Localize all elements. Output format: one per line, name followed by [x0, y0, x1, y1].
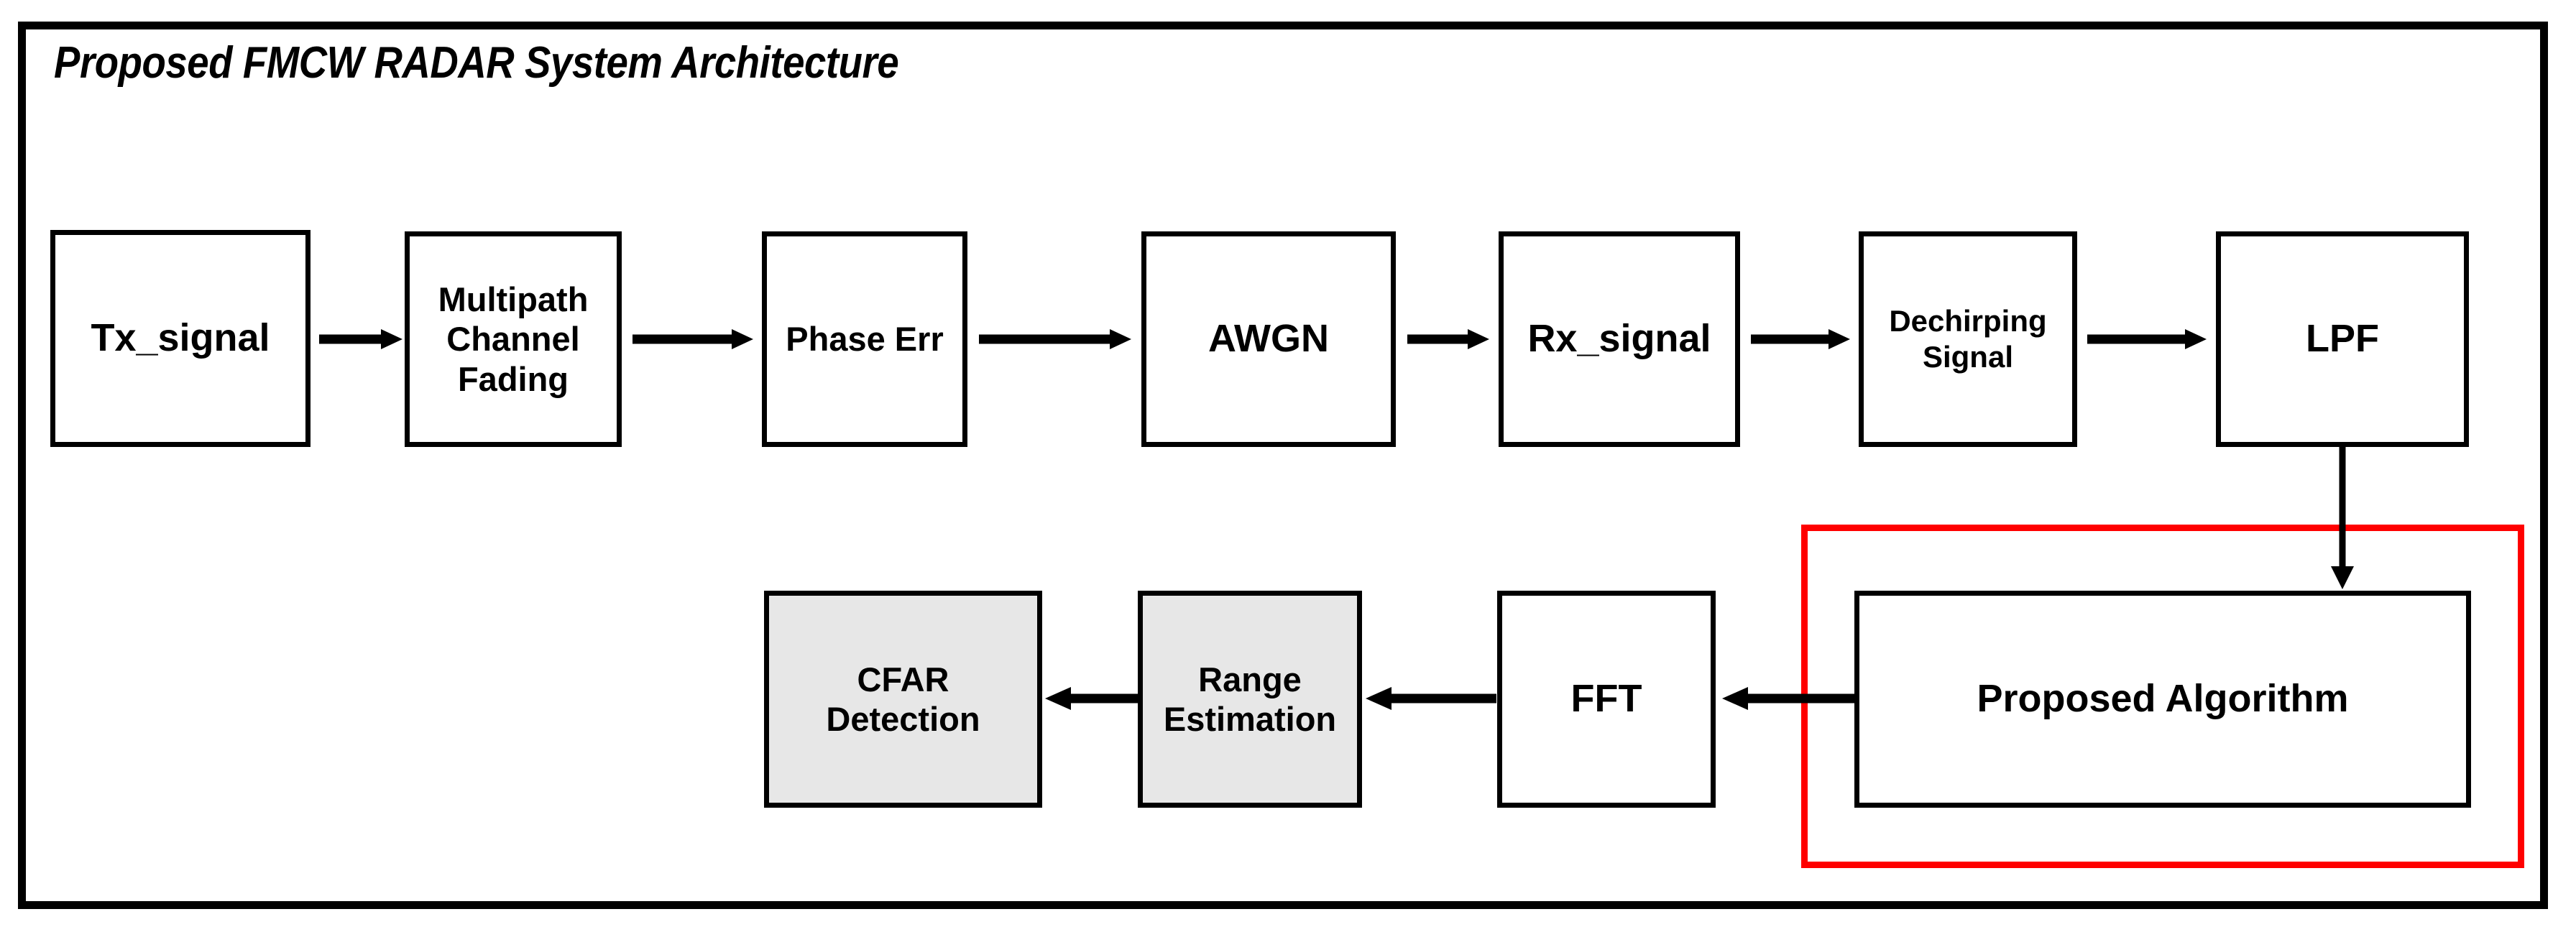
- block-phase-err[interactable]: Phase Err: [762, 231, 967, 447]
- block-label-dechirping-signal: Dechirping Signal: [1889, 304, 2047, 374]
- page-title: Proposed FMCW RADAR System Architecture: [54, 38, 899, 88]
- arrow-proposed-algorithm-to-fft: [1718, 684, 1856, 713]
- block-label-cfar-detection: CFAR Detection: [826, 660, 980, 738]
- arrow-rx-signal-to-dechirping: [1749, 325, 1852, 354]
- block-label-fft: FFT: [1570, 677, 1642, 721]
- block-fft[interactable]: FFT: [1497, 591, 1716, 808]
- block-label-rx-signal: Rx_signal: [1527, 317, 1711, 361]
- block-label-multipath-channel-fading: Multipath Channel Fading: [438, 280, 589, 398]
- block-proposed-algorithm[interactable]: Proposed Algorithm: [1854, 591, 2471, 808]
- arrow-lpf-to-proposed-algorithm: [2327, 447, 2358, 591]
- arrow-dechirping-to-lpf: [2086, 325, 2208, 354]
- block-multipath-channel-fading[interactable]: Multipath Channel Fading: [405, 231, 622, 447]
- block-label-range-estimation: Range Estimation: [1163, 660, 1337, 738]
- block-awgn[interactable]: AWGN: [1141, 231, 1396, 447]
- block-label-lpf: LPF: [2306, 317, 2379, 361]
- block-label-tx-signal: Tx_signal: [91, 316, 270, 360]
- arrow-awgn-to-rx-signal: [1406, 325, 1491, 354]
- arrow-fft-to-range-estimation: [1364, 684, 1498, 713]
- block-lpf[interactable]: LPF: [2216, 231, 2469, 447]
- block-label-awgn: AWGN: [1208, 317, 1329, 361]
- arrow-multipath-to-phase-err: [631, 325, 755, 354]
- block-range-estimation[interactable]: Range Estimation: [1138, 591, 1362, 808]
- block-rx-signal[interactable]: Rx_signal: [1499, 231, 1740, 447]
- block-tx-signal[interactable]: Tx_signal: [50, 230, 310, 447]
- block-label-phase-err: Phase Err: [786, 320, 944, 359]
- arrow-range-estimation-to-cfar-detection: [1044, 684, 1140, 713]
- block-label-proposed-algorithm: Proposed Algorithm: [1977, 677, 2349, 721]
- block-dechirping-signal[interactable]: Dechirping Signal: [1859, 231, 2077, 447]
- arrow-tx-to-multipath: [318, 325, 404, 354]
- arrow-phase-err-to-awgn: [978, 325, 1133, 354]
- block-cfar-detection[interactable]: CFAR Detection: [764, 591, 1042, 808]
